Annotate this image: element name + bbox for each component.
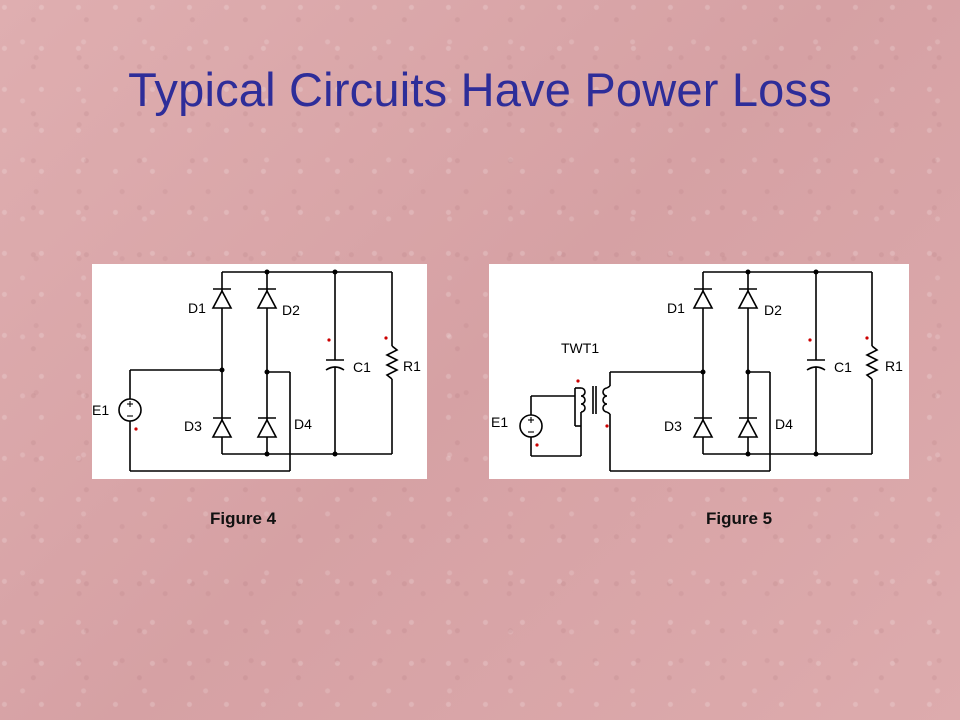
label-d4: D4 xyxy=(294,416,312,432)
diode-d3-icon xyxy=(211,418,233,438)
label-e1: E1 xyxy=(491,414,508,430)
label-d2: D2 xyxy=(764,302,782,318)
label-d4: D4 xyxy=(775,416,793,432)
figure-5-caption: Figure 5 xyxy=(706,509,773,528)
resistor-zigzag xyxy=(385,345,399,380)
figure-4-circuit: D1 D2 D3 D4 C1 R1 E1 xyxy=(92,264,427,479)
diode-d1-icon xyxy=(211,289,233,309)
figure-4-schematic: D1 D2 D3 D4 C1 R1 E1 xyxy=(92,269,421,472)
diode-d4-icon xyxy=(256,418,278,438)
resistor-zigzag xyxy=(865,345,879,380)
label-r1: R1 xyxy=(885,358,903,374)
figure-5-circuit: D1 D2 D3 D4 C1 R1 E1 TWT1 xyxy=(489,264,909,479)
diode-d2-icon xyxy=(737,289,759,309)
diode-d3-icon xyxy=(692,418,714,438)
figure-5-schematic: D1 D2 D3 D4 C1 R1 E1 TWT1 xyxy=(491,269,903,472)
diode-d4-icon xyxy=(737,418,759,438)
label-r1: R1 xyxy=(403,358,421,374)
slide-title: Typical Circuits Have Power Loss xyxy=(128,63,832,116)
label-c1: C1 xyxy=(353,359,371,375)
label-d2: D2 xyxy=(282,302,300,318)
label-d3: D3 xyxy=(184,418,202,434)
label-d1: D1 xyxy=(188,300,206,316)
diode-d2-icon xyxy=(256,289,278,309)
label-d1: D1 xyxy=(667,300,685,316)
label-d3: D3 xyxy=(664,418,682,434)
capacitor-plate-bottom xyxy=(806,366,826,371)
figure-4-caption: Figure 4 xyxy=(210,509,277,528)
capacitor-plate-bottom xyxy=(325,366,345,371)
label-e1: E1 xyxy=(92,402,109,418)
transformer-primary-coil xyxy=(580,387,586,413)
label-c1: C1 xyxy=(834,359,852,375)
transformer-secondary-coil xyxy=(602,387,608,413)
label-twt1: TWT1 xyxy=(561,340,599,356)
diode-d1-icon xyxy=(692,289,714,309)
